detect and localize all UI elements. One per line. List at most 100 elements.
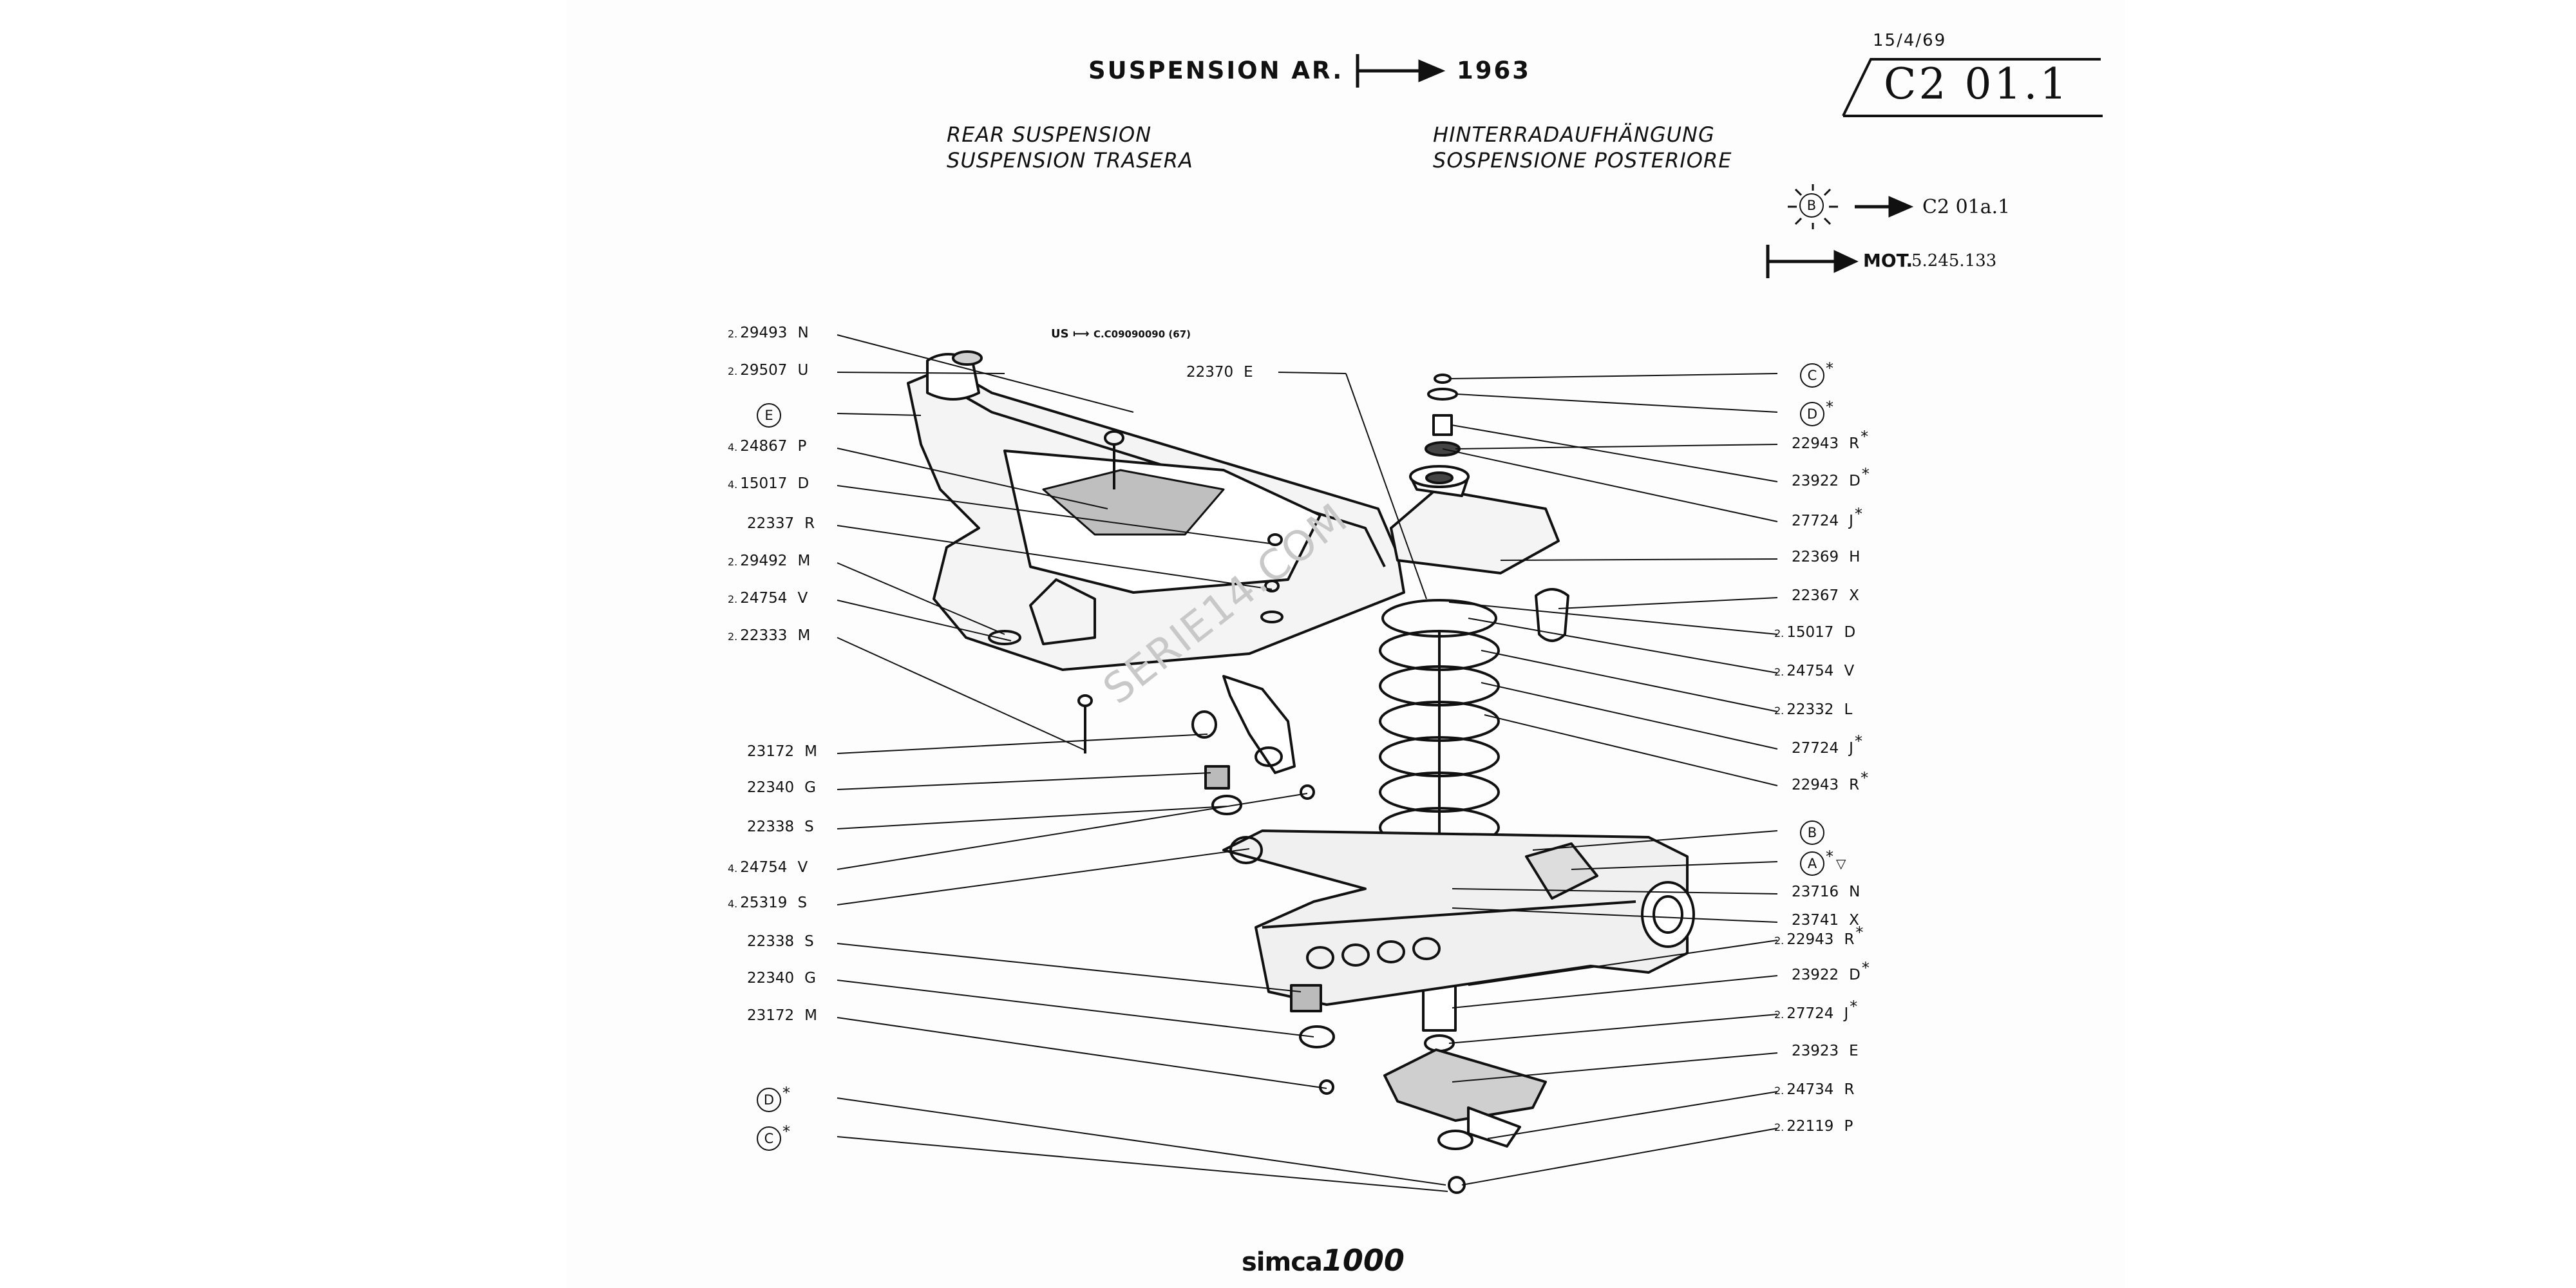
asterisk-mark: * (1861, 769, 1869, 787)
callout-letter: R (1849, 777, 1860, 793)
asterisk-mark: * (1855, 923, 1864, 942)
callout-letter: P (797, 438, 807, 455)
left-callout-16: 23172 M (747, 1007, 817, 1024)
callout-part: 22340 (747, 970, 795, 987)
callout-part: 24867 (740, 438, 788, 455)
right-callout-11: 22943 R* (1792, 769, 1868, 793)
us-code: C.C09090090 (67) (1093, 328, 1191, 340)
callout-part: 23716 (1792, 884, 1839, 900)
left-callout-17: D* (757, 1084, 790, 1112)
callout-part: 22943 (1786, 931, 1834, 948)
callout-part: 22370 (1186, 364, 1234, 381)
callout-part: 22943 (1792, 777, 1839, 793)
callout-letter: E (1849, 1043, 1859, 1059)
callout-part: 29507 (740, 362, 788, 379)
callout-part: 15017 (1786, 624, 1834, 641)
mot-number: 5.245.133 (1911, 251, 1997, 270)
callout-part: 27724 (1792, 740, 1839, 757)
callout-letter: H (1849, 549, 1861, 565)
callout-qty: 4. (728, 862, 738, 875)
asterisk-mark: * (782, 1084, 790, 1102)
callout-part: 15017 (740, 475, 788, 492)
callout-part: 23172 (747, 743, 795, 760)
callout-qty: 2. (728, 630, 738, 643)
callout-part: 23922 (1792, 967, 1839, 983)
asterisk-mark: * (1826, 848, 1833, 866)
mot-label: MOT. (1863, 250, 1913, 271)
callout-circle-letter: D (1800, 402, 1824, 426)
right-callout-16: 2.22943 R* (1774, 923, 1863, 948)
callout-letter: M (797, 553, 811, 569)
callout-letter: S (804, 819, 814, 835)
callout-letter: S (797, 895, 808, 911)
asterisk-mark: * (1861, 959, 1870, 977)
callout-part: 22338 (747, 933, 795, 950)
brand-model: 1000 (1321, 1243, 1405, 1278)
callout-qty: 4. (728, 478, 738, 491)
callout-letter: U (797, 362, 809, 379)
asterisk-mark: * (1861, 465, 1870, 483)
left-callout-18: C* (757, 1122, 790, 1151)
callout-circle-letter: C (1800, 363, 1824, 388)
callout-part: 24754 (1786, 663, 1834, 679)
callout-qty: 2. (1774, 934, 1785, 947)
callout-qty: 2. (728, 593, 738, 605)
callout-qty: 2. (1774, 1084, 1785, 1097)
callout-letter: D (1849, 473, 1861, 489)
right-callout-14: 23716 N (1792, 884, 1860, 900)
callout-letter: X (1849, 912, 1859, 929)
ref-target: C2 01a.1 (1922, 196, 2011, 218)
callout-letter: N (797, 325, 809, 341)
callout-letter: R (1844, 931, 1855, 948)
callout-part: 23922 (1792, 473, 1839, 489)
asterisk-mark: * (1854, 732, 1862, 750)
callout-letter: G (804, 970, 816, 987)
callout-part: 23172 (747, 1007, 795, 1024)
ref-symbol-circle: B (1799, 193, 1824, 218)
brand-logo: simca1000 (1242, 1243, 1405, 1278)
callout-circle-letter: C (757, 1126, 781, 1151)
callout-letter: V (797, 859, 808, 876)
callout-circle-letter: B (1800, 820, 1824, 845)
callout-part: 22332 (1786, 701, 1834, 718)
callout-letter: J (1844, 1005, 1849, 1022)
right-callout-12: B (1800, 820, 1824, 845)
right-callout-13: A*▽ (1800, 848, 1846, 876)
subtitle-en: REAR SUSPENSION (947, 122, 1152, 147)
callout-part: 22367 (1792, 587, 1839, 604)
asterisk-mark: * (782, 1122, 790, 1141)
callout-part: 27724 (1792, 513, 1839, 529)
left-callout-15: 22340 G (747, 970, 816, 987)
asterisk-mark: * (1826, 359, 1833, 377)
callout-letter: M (804, 1007, 818, 1024)
triangle-mark: ▽ (1836, 856, 1846, 871)
callout-part: 24734 (1786, 1081, 1834, 1098)
callout-qty: 2. (1774, 666, 1785, 678)
callout-circle-letter: A (1800, 851, 1824, 876)
sheet-code: C2 01.1 (1884, 59, 2070, 109)
callout-letter: N (1849, 884, 1861, 900)
callout-letter: J (1849, 740, 1853, 757)
callout-part: 29492 (740, 553, 788, 569)
callout-part: 24754 (740, 859, 788, 876)
callout-letter: D (1849, 967, 1861, 983)
callout-letter: X (1849, 587, 1859, 604)
